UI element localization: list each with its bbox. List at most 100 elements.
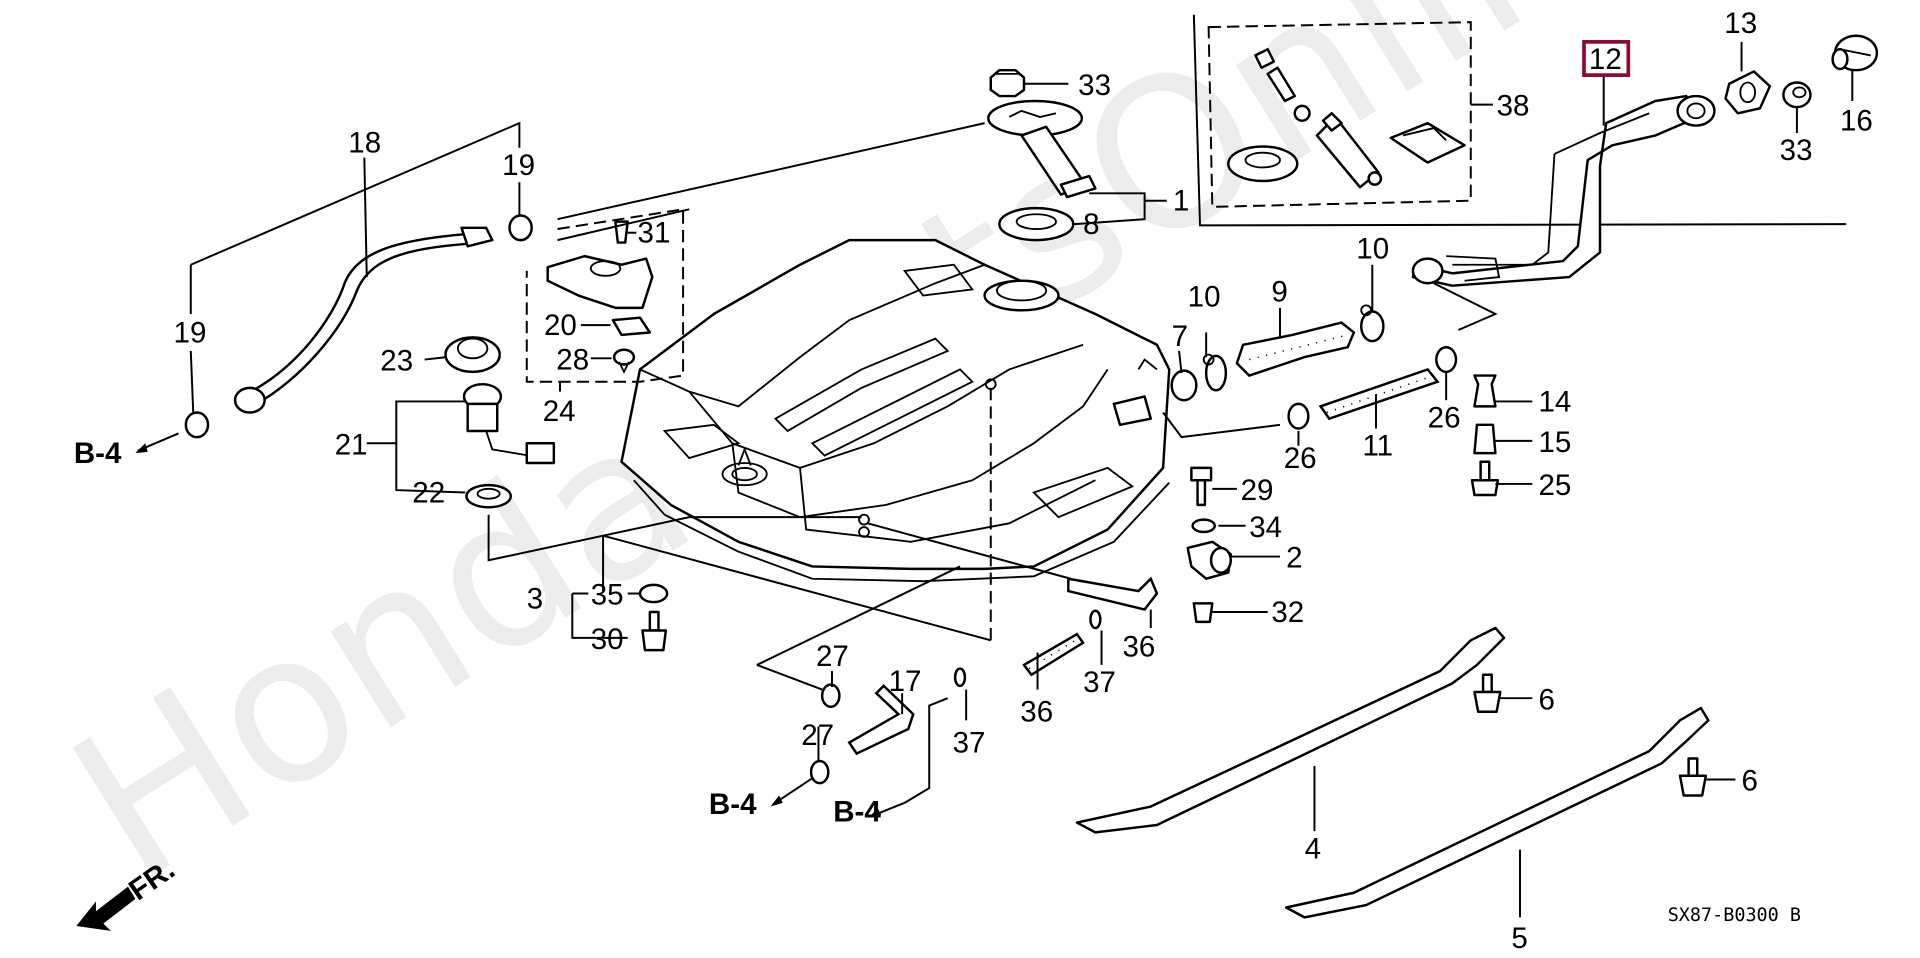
callout-37[interactable]: 37 [1083,666,1116,699]
part-8-seal[interactable] [998,206,1075,242]
callout-36[interactable]: 36 [1020,696,1053,729]
part-13-gasket[interactable] [1724,70,1772,115]
part-26-clamp-right[interactable] [1435,346,1458,374]
part-19-clip-lower[interactable] [184,411,210,439]
callout-18[interactable]: 18 [348,127,381,160]
fuel-pump-kit-frame [1192,14,1847,227]
part-19-clip-upper[interactable] [508,214,533,242]
callout-26[interactable]: 26 [1284,442,1317,475]
callout-38[interactable]: 38 [1497,90,1530,123]
part-37-clip-lower[interactable] [953,667,967,688]
callout-16[interactable]: 16 [1840,105,1873,138]
part-32-nut[interactable] [1192,602,1214,624]
part-24-access-cover[interactable] [546,254,654,310]
callouts: 1 2 3 4 5 6 6 7 8 9 10 10 11 12 13 14 15… [74,7,1873,955]
part-10-clamp-right[interactable] [1360,304,1385,343]
callout-10[interactable]: 10 [1188,281,1221,314]
callout-19[interactable]: 19 [174,316,207,349]
callout-23[interactable]: 23 [380,345,413,378]
callout-3[interactable]: 3 [527,582,543,615]
part-33-nut-right[interactable] [1782,81,1812,109]
callout-28[interactable]: 28 [556,343,589,376]
callout-6[interactable]: 6 [1538,683,1554,716]
part-17-hose[interactable] [847,684,915,756]
callout-36[interactable]: 36 [1122,630,1155,663]
part-1-fuel-gauge-unit[interactable] [987,99,1097,199]
ref-b4[interactable]: B-4 [74,437,122,470]
callout-4[interactable]: 4 [1305,832,1321,865]
ref-b4[interactable]: B-4 [709,788,757,821]
part-14-bushing[interactable] [1473,374,1497,408]
callout-9[interactable]: 9 [1271,276,1287,309]
part-28-clip[interactable] [612,348,636,374]
part-33-nut-top[interactable] [989,68,1026,98]
callout-19[interactable]: 19 [502,149,535,182]
callout-24[interactable]: 24 [543,395,576,428]
callout-11[interactable]: 11 [1362,430,1393,463]
part-12-filler-neck[interactable] [1411,94,1716,287]
part-20-bracket[interactable] [611,316,652,337]
part-6-bolt-lower[interactable] [1678,757,1708,797]
callout-29[interactable]: 29 [1241,474,1274,507]
part-18-fuel-tube[interactable] [233,226,494,414]
front-arrow-icon [76,886,136,931]
callout-30[interactable]: 30 [591,623,624,656]
part-10-clamp-left[interactable] [1202,353,1228,392]
callout-34[interactable]: 34 [1249,511,1282,544]
callout-10[interactable]: 10 [1356,233,1389,266]
part-2-valve[interactable] [1186,540,1233,580]
callout-17[interactable]: 17 [889,665,922,698]
part-29-bolt[interactable] [1190,466,1213,507]
callout-12[interactable]: 12 [1589,43,1622,76]
callout-35[interactable]: 35 [591,579,624,612]
callout-7[interactable]: 7 [1172,320,1188,353]
part-35-cushion[interactable] [638,583,669,604]
part-34-washer[interactable] [1191,518,1217,534]
part-25-bolt[interactable] [1470,460,1500,497]
callout-33[interactable]: 33 [1078,69,1111,102]
callout-27[interactable]: 27 [801,719,834,752]
part-37-clip-upper[interactable] [1089,609,1102,630]
part-22-seal[interactable] [465,483,512,509]
callout-14[interactable]: 14 [1538,385,1571,418]
callout-37[interactable]: 37 [953,726,986,759]
part-30-bolt[interactable] [641,610,668,652]
callout-27[interactable]: 27 [816,640,849,673]
callout-15[interactable]: 15 [1538,426,1571,459]
callout-20[interactable]: 20 [544,309,577,342]
part-38-fuel-pump-kit[interactable] [1227,48,1466,189]
callout-32[interactable]: 32 [1271,596,1304,629]
part-5-tank-strap[interactable] [1284,706,1710,919]
callout-33[interactable]: 33 [1780,134,1813,167]
fuel-tank[interactable] [620,238,1171,641]
callout-31[interactable]: 31 [638,217,671,250]
callout-1[interactable]: 1 [1173,185,1189,218]
callout-2[interactable]: 2 [1286,542,1302,575]
part-7-grommet[interactable] [1170,369,1198,402]
b4-arrows [135,432,905,818]
part-26-clamp-left[interactable] [1287,402,1310,430]
part-23-retainer[interactable] [444,336,501,374]
part-4-tank-strap[interactable] [1075,626,1506,834]
diagram-code: SX87-B0300 B [1668,905,1801,926]
callout-22[interactable]: 22 [412,476,445,509]
part-11-hose[interactable] [1318,367,1440,421]
part-36-hose-upper[interactable] [1067,576,1159,611]
callout-13[interactable]: 13 [1724,7,1757,40]
highlight-box-12 [1582,40,1631,77]
callout-25[interactable]: 25 [1538,469,1571,502]
part-9-hose[interactable] [1235,321,1356,377]
part-27-clamp-upper[interactable] [820,683,841,709]
part-6-bolt-upper[interactable] [1473,673,1502,713]
part-16-fuel-cap[interactable] [1831,34,1879,72]
callout-8[interactable]: 8 [1083,208,1099,241]
part-27-clamp-lower[interactable] [809,759,830,785]
ref-b4[interactable]: B-4 [833,795,881,828]
callout-5[interactable]: 5 [1511,922,1527,955]
callout-26[interactable]: 26 [1428,401,1461,434]
part-15-bushing[interactable] [1473,423,1497,455]
part-21-fuel-gauge-sender[interactable] [462,382,556,465]
part-36-hose-lower[interactable] [1022,632,1085,677]
callout-6[interactable]: 6 [1742,765,1758,798]
callout-21[interactable]: 21 [335,428,368,461]
